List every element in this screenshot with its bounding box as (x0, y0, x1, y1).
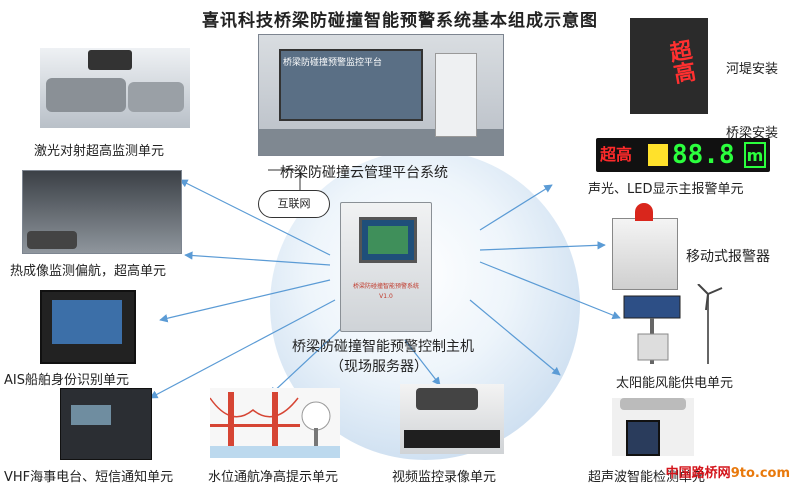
cabinet-caption: 桥梁防碰撞智能预警系统 (352, 283, 419, 290)
control-host-cabinet: 桥梁防碰撞智能预警系统 V1.0 (340, 202, 432, 332)
mobile-alarm-label: 移动式报警器 (686, 249, 770, 265)
solar-panel (623, 295, 681, 319)
cloud-platform-label: 桥梁防碰撞云管理平台系统 (280, 165, 448, 181)
arrow-thermal (184, 251, 331, 266)
cabinet-screen-content (368, 226, 408, 254)
cabinet-screen (359, 217, 417, 263)
water-sign-post (314, 428, 318, 452)
water-sign (301, 401, 331, 431)
solar-wind-unit-label: 太阳能风能供电单元 (616, 376, 734, 391)
solar-box (637, 333, 669, 361)
sonar-antenna (620, 398, 686, 410)
video-camera (416, 388, 478, 410)
arrow-led (479, 184, 553, 231)
cabinet-version: V1.0 (379, 293, 393, 300)
bridge-tower-right (272, 392, 278, 454)
video-dvr (404, 430, 500, 448)
solar-wind-image (623, 284, 723, 364)
arrow-laser (179, 179, 331, 256)
thermal-image (22, 170, 182, 254)
vhf-radio-image (60, 388, 152, 460)
sonar-unit-label: 超声波智能检测单元 (588, 470, 706, 485)
watermark-domain: 9to.com (730, 466, 790, 481)
water-level-unit-label: 水位通航净高提示单元 (208, 470, 339, 485)
laser-camera-body-2 (128, 82, 184, 112)
diagram-title: 喜讯科技桥梁防碰撞智能预警系统基本组成示意图 (202, 11, 598, 31)
thermal-camera (27, 231, 77, 249)
led-warning-text: 超高 (600, 145, 633, 164)
arrow-mobile (479, 241, 606, 251)
arrow-ais (159, 279, 331, 323)
led-indicator (648, 144, 668, 166)
cloud-link-line (268, 169, 301, 190)
vhf-unit-label: VHF海事电台、短信通知单元 (4, 470, 174, 485)
water-surface (210, 446, 340, 458)
wind-blades (697, 284, 723, 311)
video-recorder-image (400, 384, 504, 454)
thermal-unit-label: 热成像监测偏航，超高单元 (10, 264, 167, 279)
ais-screen (52, 300, 122, 344)
arrow-sonar (469, 299, 561, 376)
arrow-video (404, 339, 441, 386)
water-level-bridge-image (210, 388, 340, 458)
monitoring-platform-photo: 桥梁防碰撞预警监控平台 (258, 34, 504, 156)
arrow-vhf (149, 299, 336, 399)
ais-device-image (40, 290, 136, 364)
riverbank-sign: 超高 (630, 18, 708, 114)
bridge-install-label: 桥梁安装 (726, 126, 779, 141)
led-display-panel: 超高 88.8 m (596, 138, 770, 172)
sonar-device-image (612, 398, 694, 456)
led-unit: m (744, 142, 766, 168)
control-host-sublabel: （现场服务器） (330, 359, 428, 375)
arrow-water (269, 324, 346, 396)
vhf-screen (71, 405, 111, 425)
platform-screen (279, 49, 423, 121)
control-host-label: 桥梁防碰撞智能预警控制主机 (292, 339, 474, 355)
platform-cabinet (435, 53, 477, 137)
sonar-screen (626, 420, 660, 456)
led-alarm-unit-label: 声光、LED显示主报警单元 (588, 182, 744, 197)
alarm-light (635, 203, 653, 221)
internet-cloud: 互联网 (258, 190, 330, 218)
watermark-cn: 中国路桥网 (665, 466, 731, 481)
watermark: 中国路桥网9to.com (666, 462, 790, 481)
ais-unit-label: AIS船舶身份识别单元 (4, 373, 129, 388)
video-unit-label: 视频监控录像单元 (392, 470, 497, 485)
bridge-cable (210, 397, 299, 418)
arrow-solar (479, 261, 621, 320)
laser-camera-top (88, 50, 132, 70)
bridge-deck (210, 424, 300, 427)
laser-camera-body-1 (46, 78, 126, 112)
mobile-alarm-image (612, 203, 678, 290)
laser-camera-image (40, 48, 190, 128)
bridge-tower-left (228, 392, 234, 454)
led-height-number: 88.8 (672, 140, 735, 170)
platform-caption: 桥梁防碰撞预警监控平台 (283, 58, 383, 68)
laser-unit-label: 激光对射超高监测单元 (34, 144, 165, 159)
riverbank-install-label: 河堤安装 (726, 62, 779, 77)
riverbank-sign-text: 超高 (664, 37, 697, 86)
